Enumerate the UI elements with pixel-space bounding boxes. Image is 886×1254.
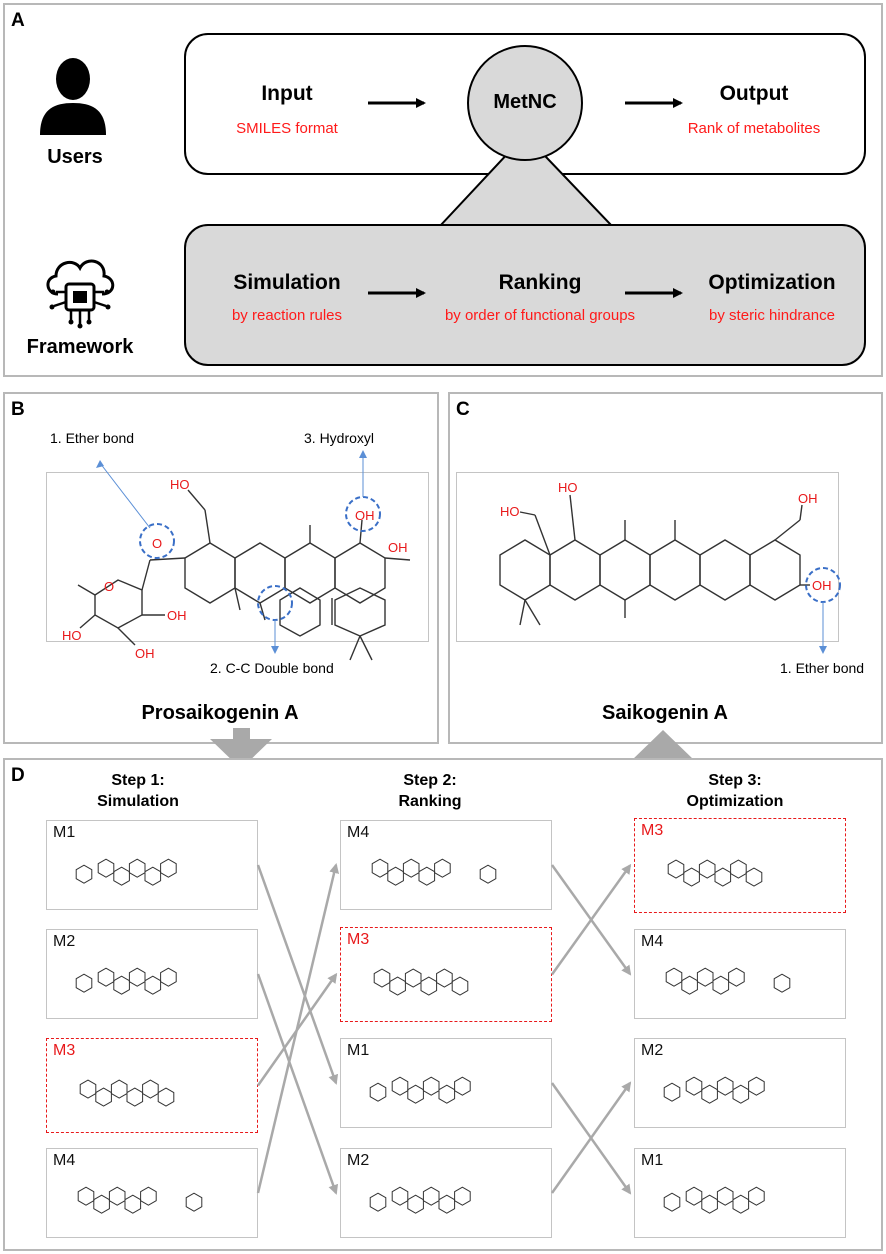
link-m2-step1-to-step2 [256,973,339,1195]
users-label: Users [47,146,103,168]
step1-slot-3: M3 [46,1038,258,1133]
panel-a-label: A [11,10,25,31]
metnc-circle [467,45,583,161]
site-ether-bond-label: 1. Ether bond [50,430,135,446]
input-subtitle: SMILES format [236,120,338,137]
molecule-sketch-m2-col2 [369,1186,471,1214]
simulation-title: Simulation [233,271,341,294]
metnc-title: MetNC [493,91,557,113]
c-atom-oh-2: OH [812,578,832,593]
atom-o-2: O [152,536,162,551]
step3-slot-4: M1 [634,1148,846,1238]
optimization-title: Optimization [708,271,836,294]
molecule-sketch-m3-col2 [373,968,469,996]
ranking-title: Ranking [498,271,582,294]
framework-label: Framework [26,336,134,358]
site-ether-bond-label-c: 1. Ether bond [780,660,865,676]
c-atom-ho-2: HO [558,480,578,495]
link-m2-step2-to-step3 [550,1081,632,1194]
link-m3-step2-to-step3 [550,863,632,976]
cloud-chip-icon [46,259,115,329]
step2-slot-2: M3 [340,927,552,1022]
site-double-bond-label: 2. C-C Double bond [210,660,334,676]
link-m4-step1-to-step2 [256,863,340,1194]
atom-oh-4: OH [388,540,408,555]
flow-arrows [368,98,683,298]
output-title: Output [719,82,789,105]
molecule-sketch-m3-col3 [667,859,763,887]
site-1-marker [139,523,175,559]
site-hydroxyl-label: 3. Hydroxyl [304,430,375,446]
step2-slot-3: M1 [340,1038,552,1128]
step2-title: Step 2:Ranking [398,772,462,810]
molecule-sketch-m2-col1 [75,967,177,995]
user-silhouette-icon [40,58,106,135]
panel-b-label: B [11,399,25,420]
step1-slot-4: M4 [46,1148,258,1238]
step3-slot-1: M3 [634,818,846,913]
step3-title: Step 3:Optimization [686,772,784,810]
molecule-sketch-m1-col1 [75,858,177,886]
molecule-sketch-m1-col3 [663,1186,765,1214]
molecule-sketch-m3-col1 [79,1079,175,1107]
simulation-subtitle: by reaction rules [231,307,343,324]
up-arrow [632,730,694,773]
saikogenin-structure: HO HO OH OH [499,480,841,654]
panel-c-label: C [456,399,470,420]
site-3-marker [345,496,381,532]
atom-oh-2: OH [135,646,155,661]
atom-ho-1: HO [170,477,190,492]
step3-slot-2: M4 [634,929,846,1019]
ranking-subtitle: by order of functional groups [444,307,636,324]
step1-slot-2: M2 [46,929,258,1019]
c-atom-oh-1: OH [798,491,818,506]
input-title: Input [261,82,313,105]
step2-slot-1: M4 [340,820,552,910]
molecule-sketch-m2-col3 [663,1076,765,1104]
atom-oh-3: OH [355,508,375,523]
prosaikogenin-structure: HO O O OH HO OH OH OH [62,450,411,661]
atom-oh-1: OH [167,608,187,623]
step1-slot-1: M1 [46,820,258,910]
c-atom-ho-1: HO [500,504,520,519]
framework-flow-box [184,224,866,366]
atom-ho-2: HO [62,628,82,643]
link-m1-step1-to-step2 [256,864,339,1085]
output-subtitle: Rank of metabolites [687,120,821,137]
molecule-sketch-m4-col1 [77,1186,203,1214]
step2-slot-4: M2 [340,1148,552,1238]
step1-title: Step 1:Simulation [97,772,179,810]
panel-d-label: D [11,765,25,786]
transition-arrows [210,728,694,773]
molecule-sketch-m4-col3 [665,967,791,995]
optimization-subtitle: by steric hindrance [709,307,835,324]
molecule-sketch-m1-col2 [369,1076,471,1104]
atom-o-1: O [104,579,114,594]
step3-slot-3: M2 [634,1038,846,1128]
prosaikogenin-name: Prosaikogenin A [141,702,299,724]
saikogenin-name: Saikogenin A [602,702,728,724]
molecule-sketch-m4-col2 [371,858,497,886]
saikogenin-structure-frame [456,472,839,642]
down-arrow [210,728,272,769]
